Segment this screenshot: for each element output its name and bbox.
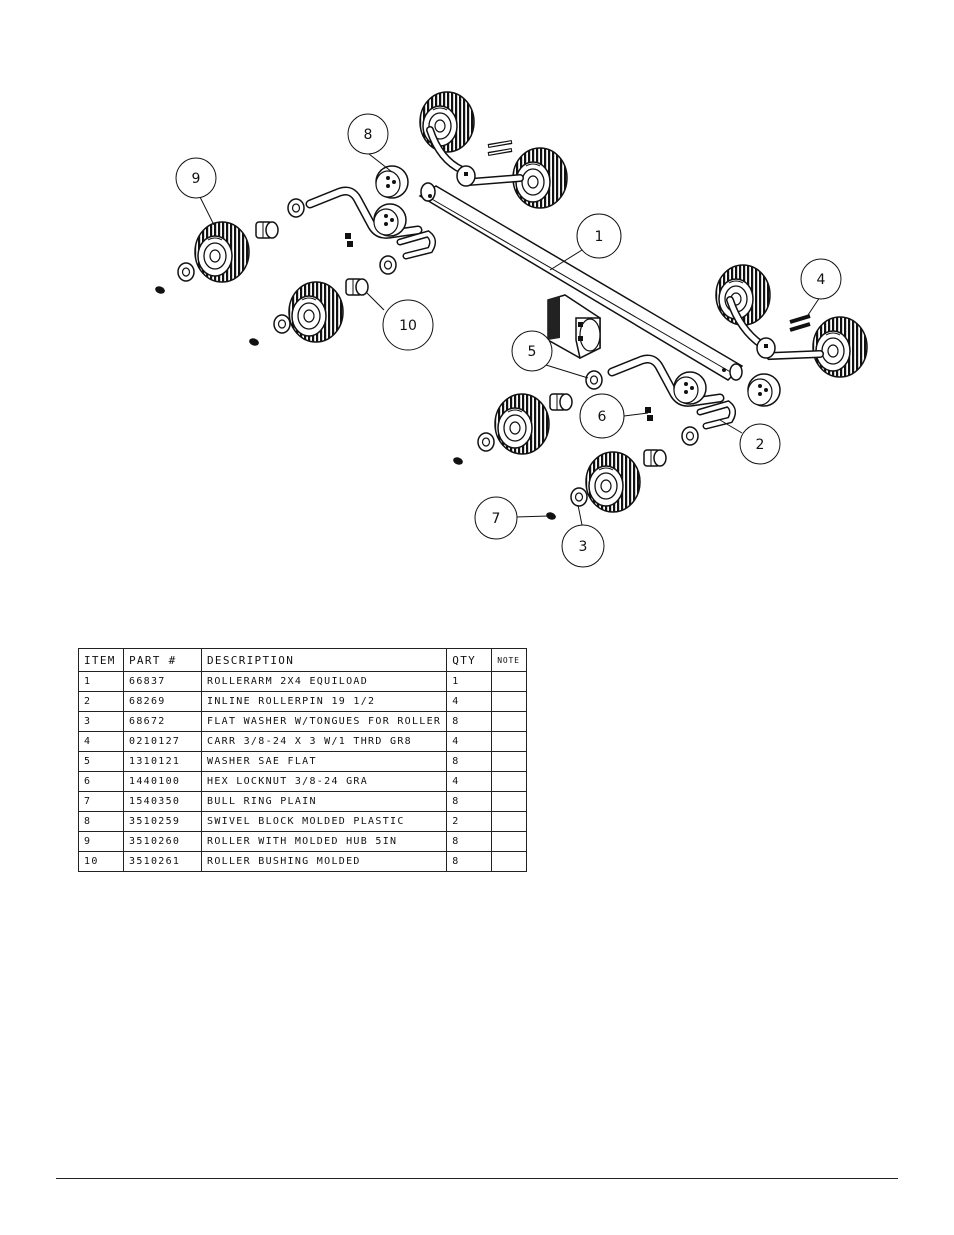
callout-5: 5 [511,330,553,372]
callout-6: 6 [579,393,625,439]
svg-text:2: 2 [756,437,765,453]
svg-text:7: 7 [492,511,501,527]
svg-text:10: 10 [399,318,417,334]
cell-item: 10 [78,851,124,872]
cell-part: 66837 [123,671,202,692]
right-rollerpin-assembly [452,359,781,521]
header-part-number: PART # [123,648,202,672]
cell-description: FLAT WASHER W/TONGUES FOR ROLLER [200,711,448,732]
footer-divider [56,1178,898,1179]
cell-note [491,851,528,872]
cell-description: SWIVEL BLOCK MOLDED PLASTIC [200,811,448,832]
cell-qty: 8 [446,751,493,772]
callout-9: 9 [175,157,217,199]
svg-text:8: 8 [364,127,373,143]
cell-qty: 1 [446,671,493,692]
header-item: ITEM [78,648,124,672]
cell-description: BULL RING PLAIN [200,791,448,812]
cell-note [491,831,528,852]
svg-text:9: 9 [192,171,201,187]
cell-note [491,791,528,812]
cell-qty: 8 [446,851,493,872]
cell-part: 3510261 [123,851,202,872]
cell-qty: 8 [446,711,493,732]
cell-description: ROLLER BUSHING MOLDED [200,851,448,872]
cell-note [491,811,528,832]
cell-item: 3 [78,711,124,732]
cell-item: 5 [78,751,124,772]
callout-2: 2 [739,423,781,465]
cell-description: HEX LOCKNUT 3/8-24 GRA [200,771,448,792]
cell-qty: 4 [446,691,493,712]
cell-part: 1440100 [123,771,202,792]
svg-text:5: 5 [528,344,537,360]
header-qty: QTY [446,648,493,672]
cell-item: 6 [78,771,124,792]
roller-arm-tube [418,182,744,381]
cell-item: 1 [78,671,124,692]
svg-text:4: 4 [817,272,826,288]
header-description: DESCRIPTION [200,648,448,672]
cell-item: 4 [78,731,124,752]
callout-8: 8 [347,113,389,155]
header-note: NOTE [491,648,528,672]
left-rollerpin-assembly [154,165,437,347]
cell-part: 0210127 [123,731,202,752]
cell-note [491,751,528,772]
cell-description: INLINE ROLLERPIN 19 1/2 [200,691,448,712]
svg-text:6: 6 [598,409,607,425]
cell-part: 3510260 [123,831,202,852]
cell-note [491,771,528,792]
cell-part: 68672 [123,711,202,732]
cell-part: 68269 [123,691,202,712]
table-header-row: ITEM PART # DESCRIPTION QTY NOTE [78,648,528,672]
cell-note [491,671,528,692]
cell-qty: 2 [446,811,493,832]
callout-10: 10 [382,299,434,351]
cell-note [491,711,528,732]
cell-item: 7 [78,791,124,812]
right-rocker-assembly [715,264,868,378]
callout-7: 7 [474,496,518,540]
cell-item: 9 [78,831,124,852]
cell-description: ROLLER WITH MOLDED HUB 5IN [200,831,448,852]
cell-description: WASHER SAE FLAT [200,751,448,772]
exploded-assembly-diagram: 1 2 3 4 5 6 7 8 9 10 [154,91,868,568]
callout-3: 3 [561,524,605,568]
cell-description: ROLLERARM 2X4 EQUILOAD [200,671,448,692]
cell-item: 2 [78,691,124,712]
svg-text:1: 1 [595,229,604,245]
axle-bracket [547,294,601,360]
cell-qty: 4 [446,771,493,792]
cell-description: CARR 3/8-24 X 3 W/1 THRD GR8 [200,731,448,752]
callout-4: 4 [800,258,842,300]
upper-rocker-assembly [419,91,568,209]
svg-text:3: 3 [579,539,588,555]
cell-qty: 8 [446,831,493,852]
cell-qty: 4 [446,731,493,752]
cell-item: 8 [78,811,124,832]
callout-1: 1 [576,213,622,259]
cell-part: 3510259 [123,811,202,832]
cell-part: 1310121 [123,751,202,772]
cell-qty: 8 [446,791,493,812]
leader-lines [199,153,821,526]
cell-part: 1540350 [123,791,202,812]
cell-note [491,731,528,752]
cell-note [491,691,528,712]
